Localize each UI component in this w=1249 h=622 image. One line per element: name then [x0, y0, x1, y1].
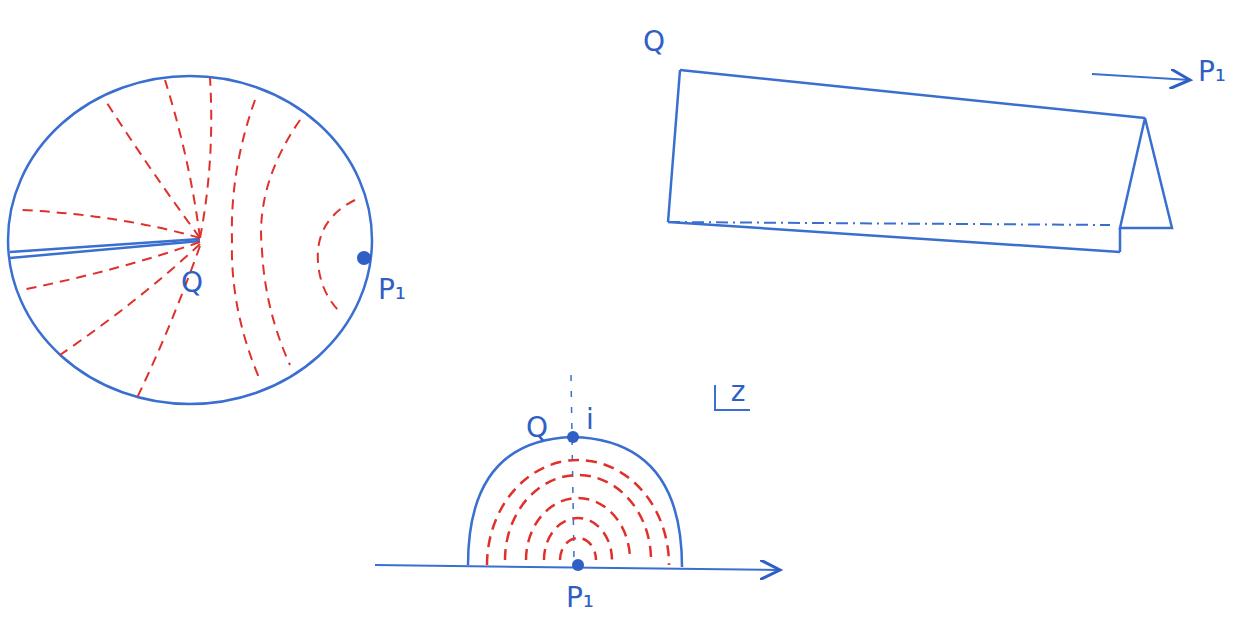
point-label: Q — [643, 28, 665, 56]
point-label: Q — [526, 414, 548, 442]
plane-label: z — [731, 378, 746, 406]
point-label: Q — [181, 269, 203, 297]
strip-figure — [668, 70, 1190, 252]
value-label: i — [586, 406, 594, 434]
point-label: P₁ — [566, 584, 594, 612]
slit-disc — [8, 76, 372, 404]
half-disc — [375, 375, 780, 571]
point-label: P₁ — [1198, 58, 1226, 86]
point-label: P₁ — [378, 276, 406, 304]
